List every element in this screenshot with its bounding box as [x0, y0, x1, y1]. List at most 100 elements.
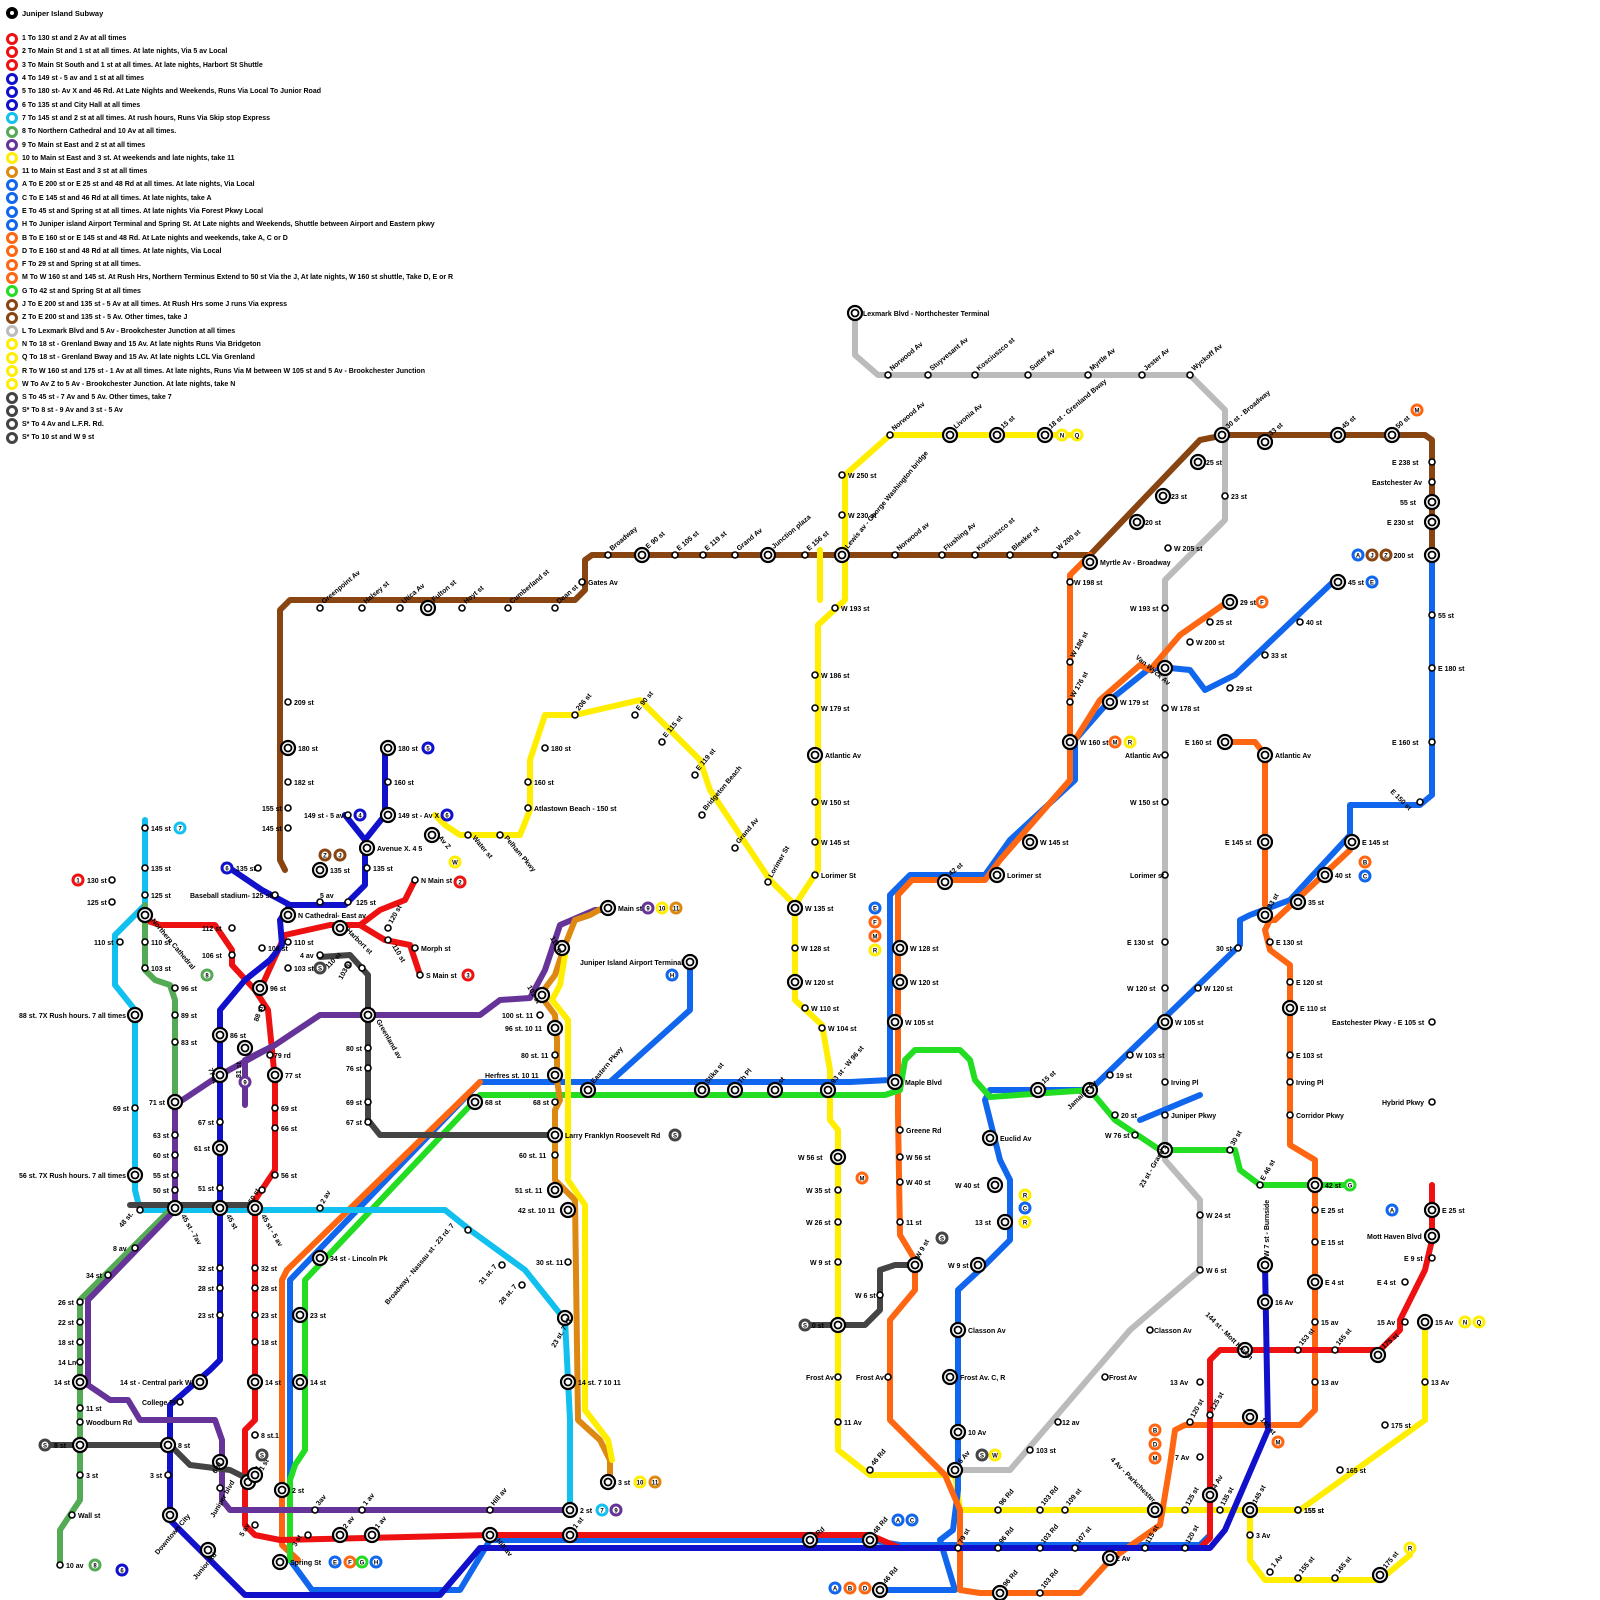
station-marker[interactable]: [1312, 1379, 1318, 1385]
station-marker[interactable]: [217, 1485, 223, 1491]
station-marker[interactable]: [272, 1125, 278, 1131]
station[interactable]: 67 st: [346, 1119, 371, 1127]
station-marker[interactable]: [1187, 1419, 1193, 1425]
station[interactable]: E 9 st: [1404, 1255, 1435, 1263]
station[interactable]: 130 st: [87, 877, 115, 885]
station-marker[interactable]: [132, 1245, 138, 1251]
station-marker[interactable]: [1182, 1545, 1188, 1551]
transfer-station[interactable]: E 160 st: [1185, 735, 1232, 749]
transfer-station[interactable]: E 25 st: [1425, 1203, 1465, 1217]
station-marker[interactable]: [142, 825, 148, 831]
transfer-station[interactable]: Atlantic Av: [808, 748, 861, 762]
station-marker[interactable]: [109, 877, 115, 883]
transfer-station[interactable]: W 7 st - Burnside: [1258, 1200, 1272, 1272]
station-marker[interactable]: [1067, 699, 1073, 705]
station[interactable]: W 76 st: [1105, 1132, 1138, 1140]
station-marker[interactable]: [267, 1052, 273, 1058]
transfer-station[interactable]: W 120 st: [788, 975, 834, 989]
station-marker[interactable]: [732, 845, 738, 851]
station-marker[interactable]: [1127, 1052, 1133, 1058]
transfer-station[interactable]: 42 st: [1308, 1178, 1342, 1192]
station-marker[interactable]: [172, 1039, 178, 1045]
station-marker[interactable]: [359, 965, 365, 971]
station[interactable]: E 238 st: [1392, 459, 1435, 467]
transfer-station[interactable]: Myrtle Av - Broadway: [1083, 555, 1171, 569]
station[interactable]: 135 st: [236, 865, 261, 873]
station-marker[interactable]: [1147, 1327, 1153, 1333]
transfer-station[interactable]: N Cathedral- East av: [281, 908, 366, 922]
transfer-station[interactable]: 14 st - Central park W: [120, 1375, 207, 1389]
station-marker[interactable]: [1402, 1319, 1408, 1325]
station-marker[interactable]: [1037, 1590, 1043, 1596]
transfer-station[interactable]: W 105 st: [888, 1015, 934, 1029]
station-marker[interactable]: [1337, 1467, 1343, 1473]
station-marker[interactable]: [839, 512, 845, 518]
station[interactable]: E 4 st: [1377, 1279, 1408, 1287]
station-marker[interactable]: [117, 939, 123, 945]
station-marker[interactable]: [142, 865, 148, 871]
station[interactable]: Classon Av: [1147, 1327, 1192, 1335]
station[interactable]: 175 st: [1382, 1422, 1412, 1430]
station-marker[interactable]: [69, 1512, 75, 1518]
station[interactable]: 155 st: [1295, 1507, 1325, 1515]
station-marker[interactable]: [1295, 1575, 1301, 1581]
station[interactable]: W 56 st: [897, 1154, 931, 1162]
station-marker[interactable]: [499, 1262, 505, 1268]
station-marker[interactable]: [1402, 1279, 1408, 1285]
station-marker[interactable]: [525, 779, 531, 785]
station[interactable]: W 103 st: [1127, 1052, 1165, 1060]
station-marker[interactable]: [972, 372, 978, 378]
station[interactable]: 7 Av: [1175, 1454, 1203, 1462]
station-marker[interactable]: [142, 939, 148, 945]
station[interactable]: Lorimer St: [765, 845, 792, 885]
transfer-station[interactable]: 14 st: [248, 1375, 282, 1389]
station[interactable]: Morph st: [412, 945, 451, 953]
transfer-station[interactable]: W 179 st: [1103, 695, 1149, 709]
station-marker[interactable]: [1142, 1545, 1148, 1551]
station[interactable]: Greenpoint Av: [317, 569, 362, 611]
transfer-station[interactable]: E 200 st: [1387, 548, 1439, 562]
station[interactable]: Broadway - Nassau st - 23 rd. 7: [384, 1222, 471, 1306]
station-marker[interactable]: [505, 605, 511, 611]
station[interactable]: N Main st: [412, 877, 453, 885]
transfer-station[interactable]: 88 st. 7X Rush hours. 7 all times: [19, 1008, 142, 1022]
station[interactable]: 209 st: [285, 699, 315, 707]
station[interactable]: 80 st. 11: [521, 1052, 558, 1060]
station[interactable]: 120 st: [1187, 1398, 1206, 1425]
transfer-station[interactable]: E 4 st: [1308, 1275, 1344, 1289]
station-marker[interactable]: [1332, 1347, 1338, 1353]
station-marker[interactable]: [77, 1405, 83, 1411]
station[interactable]: Eastchester Av: [1372, 479, 1435, 487]
transfer-station[interactable]: 3 st: [601, 1475, 631, 1489]
station[interactable]: 48 st.: [118, 1207, 143, 1229]
transfer-station[interactable]: 35 st: [1291, 895, 1325, 909]
station-marker[interactable]: [412, 945, 418, 951]
station-marker[interactable]: [542, 745, 548, 751]
transfer-station[interactable]: 56 st. 7X Rush hours. 7 all times: [19, 1168, 142, 1182]
station-marker[interactable]: [1312, 1319, 1318, 1325]
station[interactable]: 30 st. 11: [536, 1259, 571, 1267]
transfer-station[interactable]: 144 st - Mott Haven: [1204, 1311, 1254, 1361]
transfer-station[interactable]: Atlantic Av: [1258, 748, 1311, 762]
transfer-station[interactable]: 10 Av: [951, 1425, 986, 1439]
station-marker[interactable]: [465, 832, 471, 838]
station-marker[interactable]: [835, 1219, 841, 1225]
station-marker[interactable]: [397, 605, 403, 611]
transfer-station[interactable]: 25 st: [1191, 455, 1223, 469]
station-marker[interactable]: [819, 1025, 825, 1031]
transfer-station[interactable]: Fulton st: [421, 579, 458, 615]
station[interactable]: 46 Rd: [867, 1448, 888, 1473]
station[interactable]: 15 Av: [1377, 1319, 1408, 1327]
station-marker[interactable]: [1312, 1207, 1318, 1213]
station-marker[interactable]: [272, 1105, 278, 1111]
station[interactable]: 155 st: [262, 805, 291, 813]
station-marker[interactable]: [925, 372, 931, 378]
station-marker[interactable]: [1312, 1239, 1318, 1245]
station-marker[interactable]: [1429, 739, 1435, 745]
station-marker[interactable]: [885, 1374, 891, 1380]
station-marker[interactable]: [995, 1507, 1001, 1513]
transfer-station[interactable]: W 120 st: [893, 975, 939, 989]
station-marker[interactable]: [877, 1292, 883, 1298]
transfer-station[interactable]: Mott Haven Blvd: [1367, 1229, 1439, 1243]
station-marker[interactable]: [812, 705, 818, 711]
